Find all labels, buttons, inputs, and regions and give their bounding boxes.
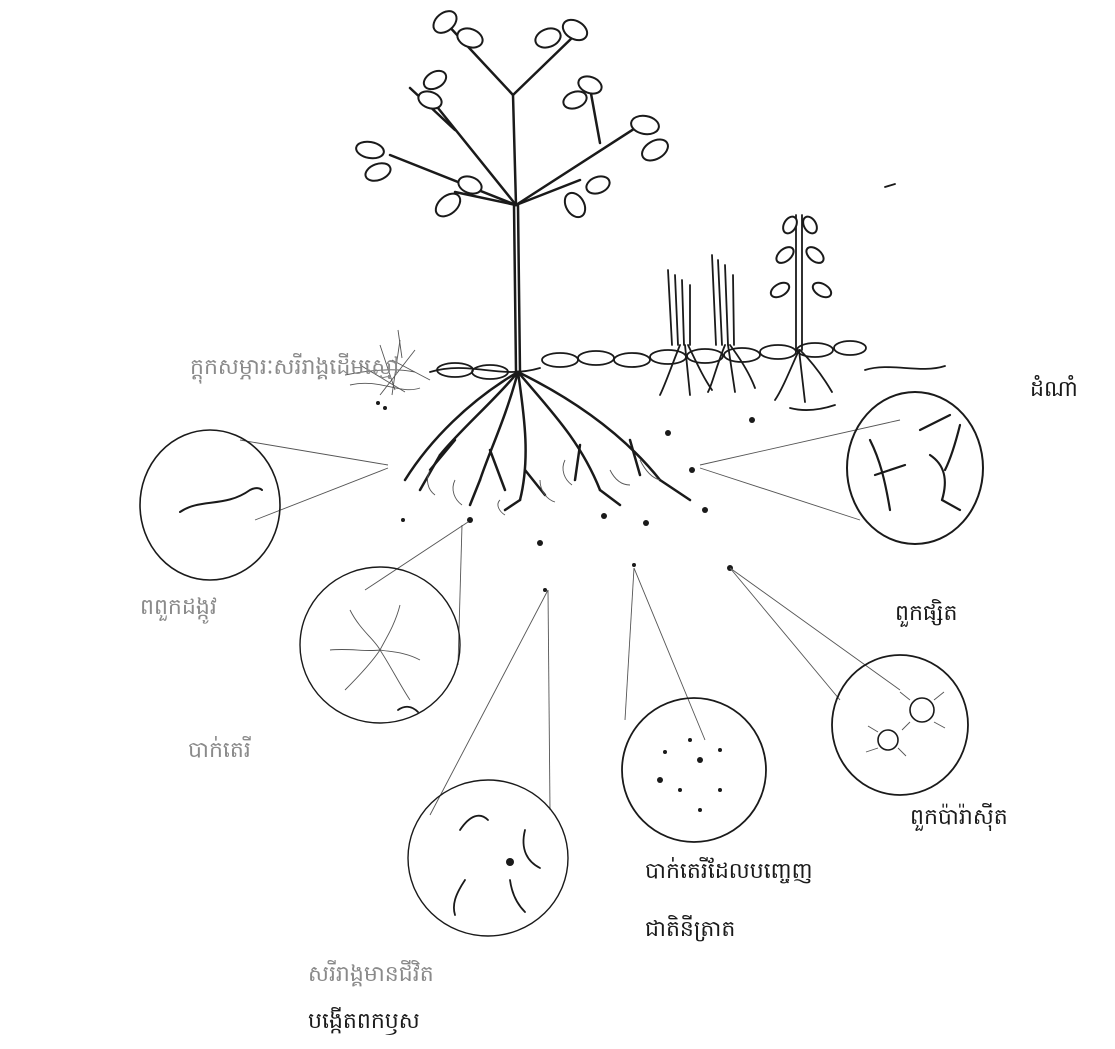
nitrogen-bacteria-zoom: [622, 698, 766, 842]
fungi-zoom: [847, 392, 983, 544]
callout-lines: [240, 420, 900, 815]
label-fungi: ពួក​ផ្សិត: [895, 602, 957, 626]
label-crop: ដំណាំ: [1030, 378, 1078, 402]
label-root-nodules: បង្កើត​ពក​ឫស: [308, 1010, 420, 1034]
label-nitrogen-bacteria-line1: បាក់តេរី​ដែល​បញ្ចេញ: [645, 860, 813, 884]
grass-and-seedling: [660, 214, 835, 410]
living-organism-zoom: [408, 780, 568, 936]
label-residue: ក្ដុក​សម្ភារៈ​សរីរាង្គ​ដើម​ស្មៅ: [190, 356, 399, 380]
label-mites: ពួក​ប៉ារ៉ាស៊ីត: [910, 806, 1008, 830]
bacteria-zoom: [300, 567, 460, 723]
nematode-zoom: [140, 430, 280, 580]
label-bacteria: បាក់តេរី: [188, 739, 251, 763]
mite-zoom: [832, 655, 968, 795]
root-system: [405, 372, 690, 510]
label-living-organism: សរីរាង្គ​មាន​ជីវិត: [308, 963, 434, 987]
soil-surface-litter: [430, 184, 945, 379]
label-nematode: ពពួក​ដង្កូវ: [140, 596, 217, 620]
root-hairs: [428, 460, 660, 515]
label-nitrogen-bacteria-line2: ជាតិ​នីត្រាត: [645, 918, 735, 942]
